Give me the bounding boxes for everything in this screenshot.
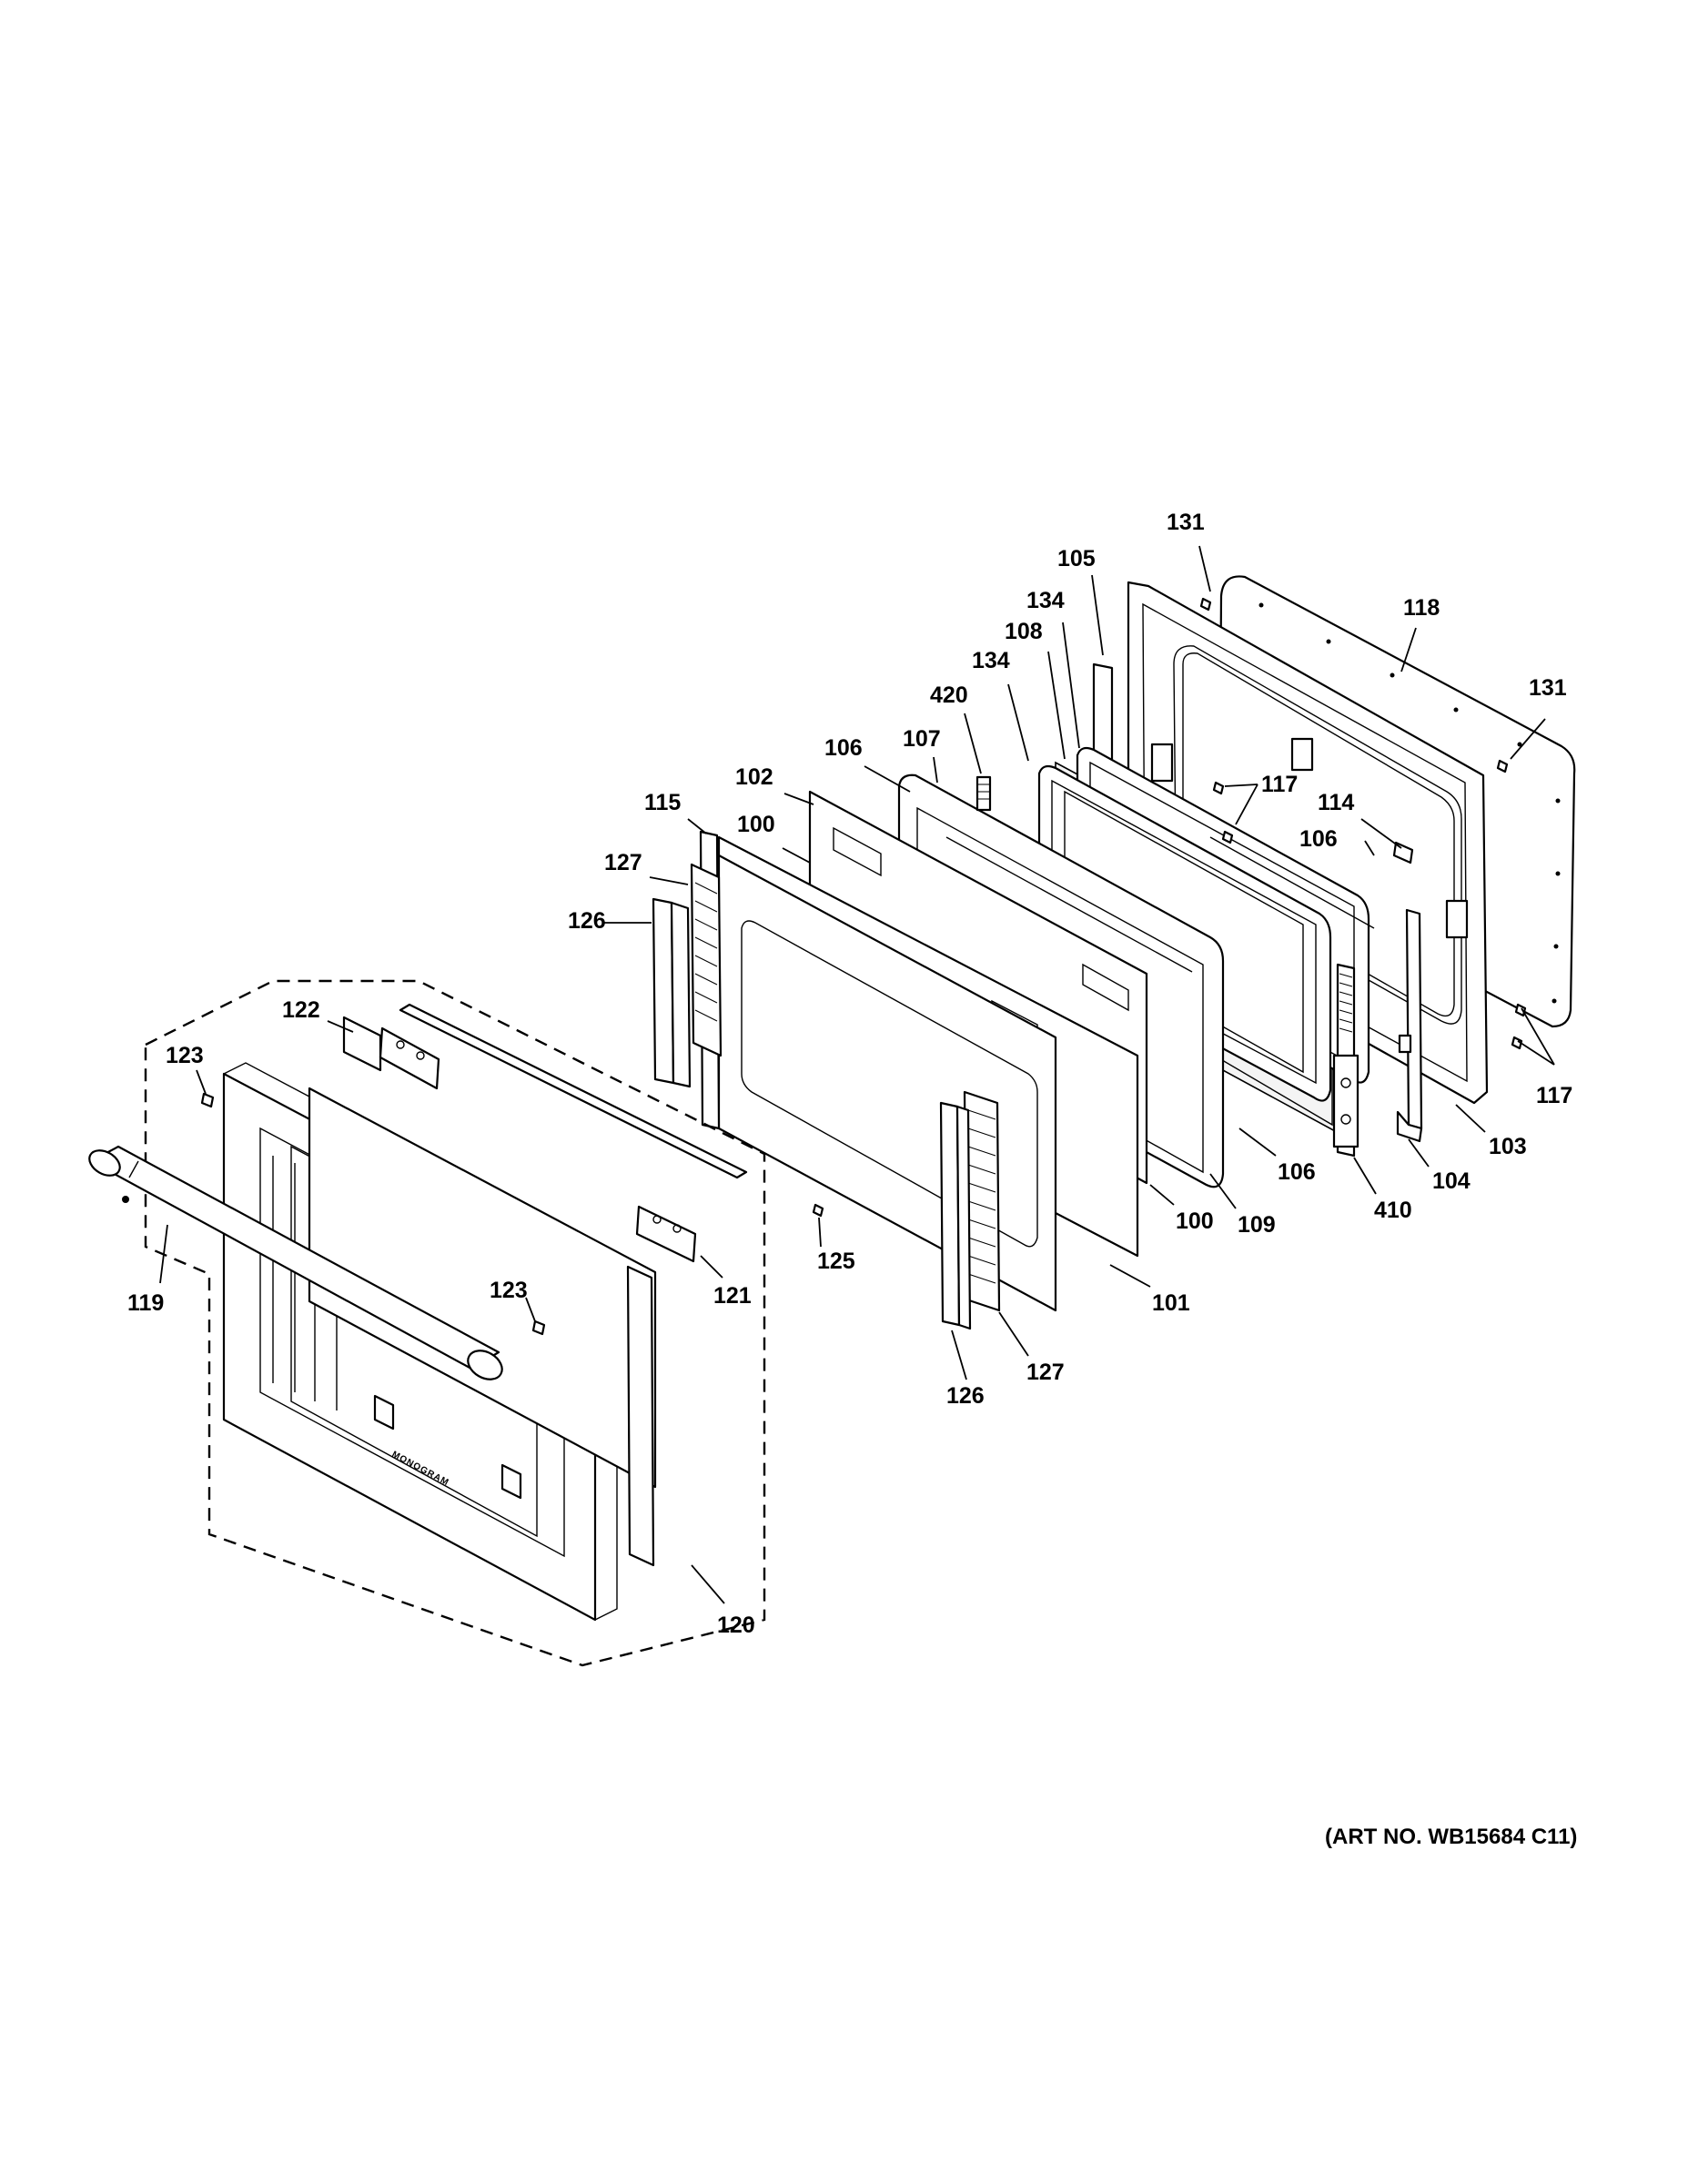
callout-118: 118 <box>1403 595 1440 621</box>
callout-108: 108 <box>1005 619 1043 644</box>
callout-103: 103 <box>1489 1134 1527 1159</box>
callout-107: 107 <box>903 726 941 752</box>
callout-104: 104 <box>1432 1168 1471 1194</box>
callout-100-bot: 100 <box>1176 1208 1214 1234</box>
part-126-trim-left <box>652 897 692 1088</box>
callout-131-right: 131 <box>1529 675 1567 701</box>
callout-100-top: 100 <box>737 812 775 837</box>
leader-lines <box>159 545 1555 1604</box>
callout-122: 122 <box>282 997 320 1023</box>
part-104-side-bracket <box>1396 908 1423 1143</box>
callout-127-bot: 127 <box>1026 1360 1065 1385</box>
callout-126-top: 126 <box>568 908 606 934</box>
callout-123-top: 123 <box>166 1043 204 1068</box>
callout-420: 420 <box>930 682 968 708</box>
screw-123-bottom <box>531 1320 546 1336</box>
callout-126-bot: 126 <box>946 1383 985 1409</box>
callout-102: 102 <box>735 764 773 790</box>
part-127-insulation-left <box>690 863 723 1057</box>
callout-134-front: 134 <box>972 648 1010 673</box>
callout-106-bot: 106 <box>1278 1159 1316 1185</box>
callout-114: 114 <box>1318 790 1354 815</box>
screws-117 <box>1212 781 1527 1050</box>
screw-131-top <box>1199 597 1212 612</box>
callout-127-top: 127 <box>604 850 642 875</box>
screw-131-right <box>1496 759 1509 774</box>
callout-410: 410 <box>1374 1198 1412 1223</box>
callout-101: 101 <box>1152 1290 1190 1316</box>
part-126-trim-right <box>939 1101 972 1330</box>
callout-106-top: 106 <box>824 735 863 761</box>
screw-125 <box>812 1203 824 1218</box>
part-410-hinge <box>1332 963 1359 1158</box>
callout-131-top: 131 <box>1167 510 1205 535</box>
callout-labels: 131 105 134 118 108 134 131 420 107 106 … <box>127 510 1572 1638</box>
callout-119: 119 <box>127 1290 164 1316</box>
screw-123-top <box>200 1092 215 1108</box>
callout-134-rear: 134 <box>1026 588 1065 613</box>
callout-123-bot: 123 <box>490 1278 528 1303</box>
part-420-spring <box>975 775 992 812</box>
part-120-front-door-assembly: MONOGRAM <box>144 979 766 1667</box>
clip-114 <box>1392 841 1414 864</box>
callout-125: 125 <box>817 1249 855 1274</box>
callout-121: 121 <box>713 1283 752 1309</box>
callout-117-right: 117 <box>1536 1083 1572 1108</box>
callout-109: 109 <box>1238 1212 1276 1238</box>
part-106-gasket-rear <box>1209 836 1375 929</box>
callout-106-mid: 106 <box>1299 826 1338 852</box>
part-119-door-handle <box>88 1145 503 1380</box>
callout-120: 120 <box>717 1613 755 1638</box>
callout-117-top: 117 <box>1261 772 1298 797</box>
callout-115: 115 <box>644 790 681 815</box>
callout-105: 105 <box>1057 546 1096 571</box>
art-number: (ART NO. WB15684 C11) <box>1325 1825 1577 1849</box>
